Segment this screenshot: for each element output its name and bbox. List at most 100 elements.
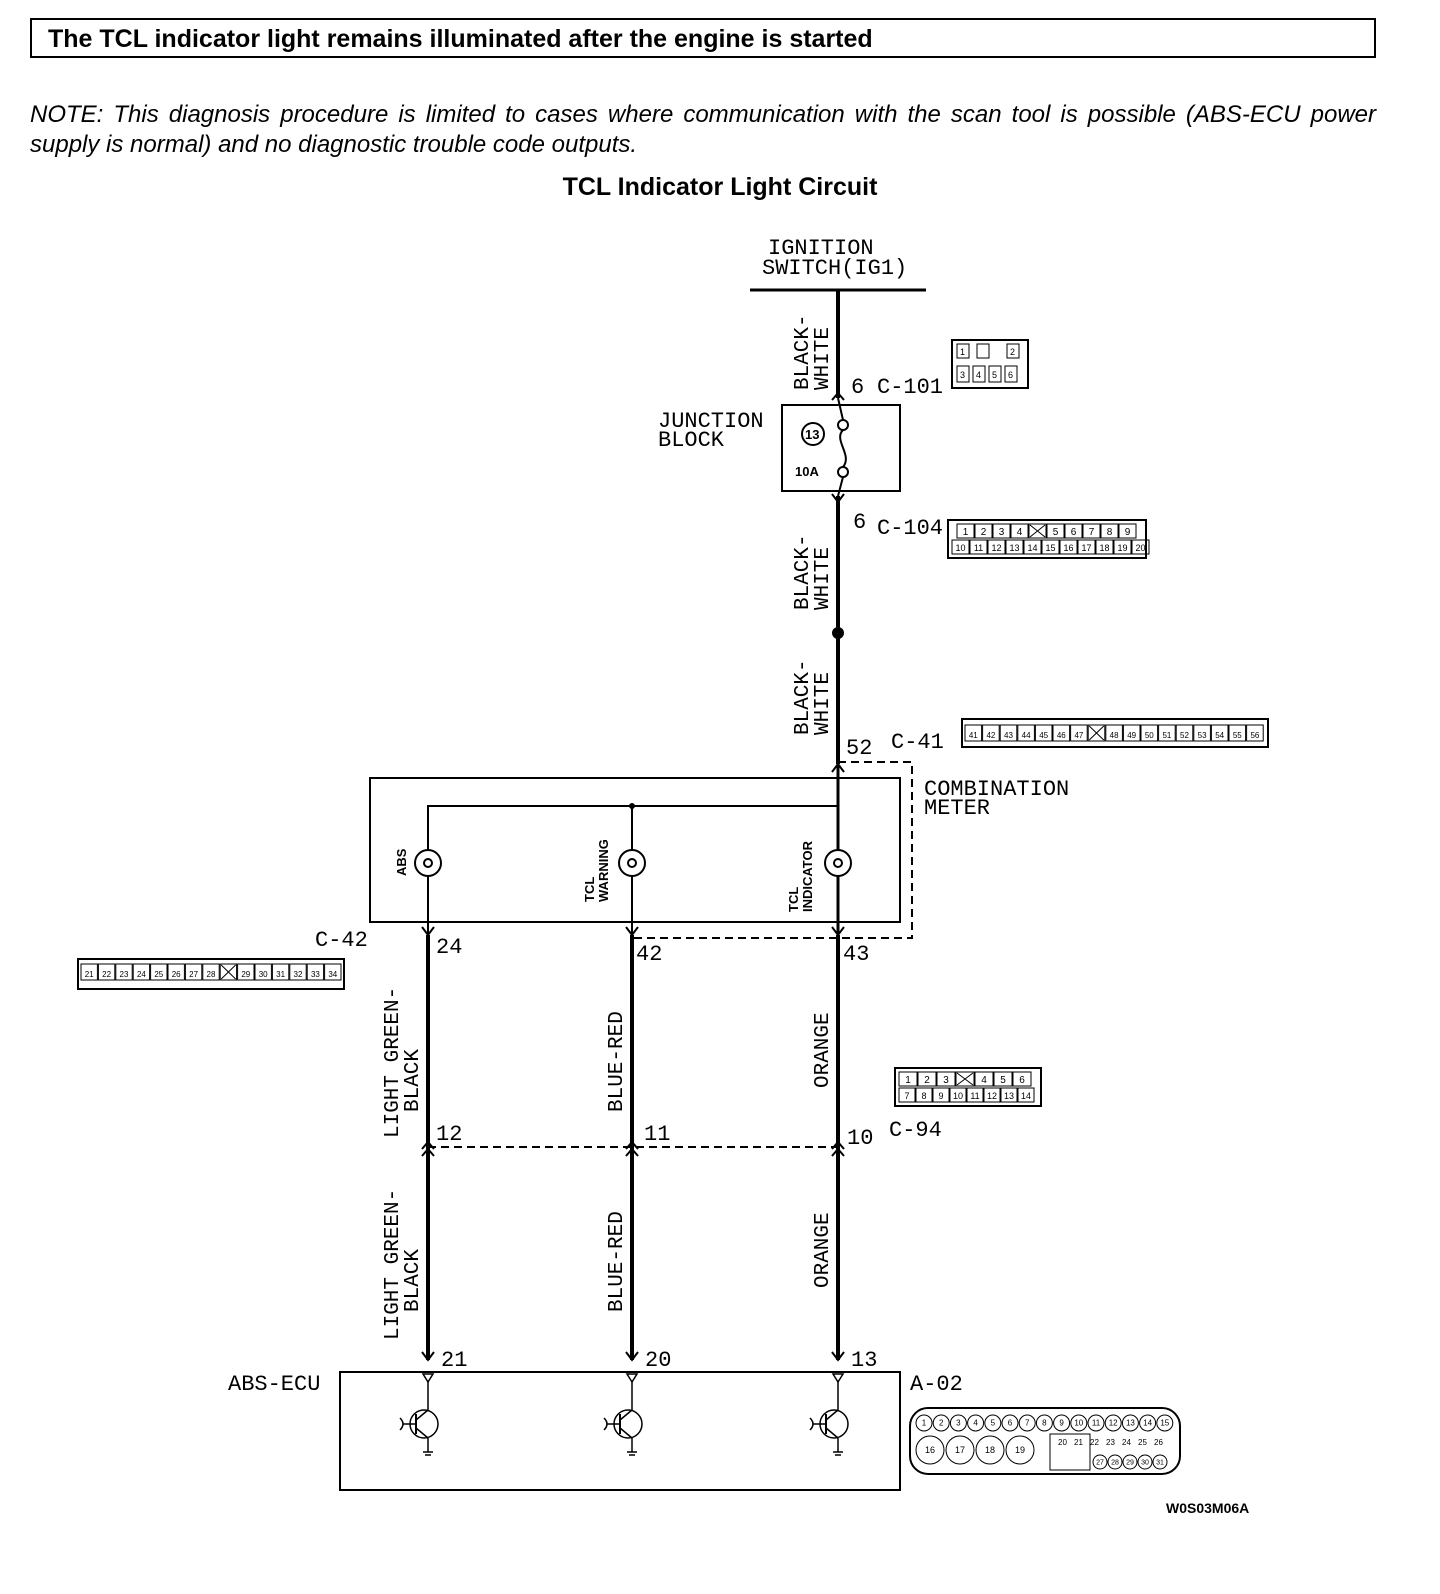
connector-pin-number: 10	[955, 543, 965, 553]
connector-pin-number: 42	[986, 731, 995, 740]
connector-pin-number: 19	[1015, 1445, 1025, 1455]
connector-pin-number: 33	[311, 970, 320, 979]
connector-pin-number: 2	[924, 1075, 930, 1086]
connector-cell	[1041, 539, 1060, 555]
c94-arrows	[421, 1140, 845, 1157]
connector-cell	[254, 963, 272, 981]
connector-pin-number: 28	[207, 970, 216, 979]
connector-cell	[97, 963, 116, 981]
connector-pin-number: 30	[1141, 1459, 1149, 1466]
connector-cell	[956, 523, 975, 539]
connector-pin-number: 13	[1126, 1419, 1135, 1428]
connector-pin-number: 41	[969, 731, 978, 740]
connector-cell	[974, 1071, 994, 1087]
lamp-tcl-indicator	[824, 849, 852, 877]
connector-cell	[1210, 724, 1229, 742]
connector-cell	[1046, 523, 1065, 539]
connector-pin-number: 24	[1122, 1438, 1131, 1447]
connector-pin-number: 31	[1156, 1459, 1164, 1466]
splice-point	[832, 627, 844, 639]
connector-cell	[184, 963, 203, 981]
ecu-label: ABS-ECU	[228, 1372, 320, 1397]
connector-pin-number: 12	[1109, 1419, 1118, 1428]
connector-cell	[987, 539, 1006, 555]
connector-cell	[992, 523, 1011, 539]
connector-cell	[167, 963, 185, 981]
connector-cell	[1023, 539, 1042, 555]
ecu-transistor	[809, 1373, 849, 1456]
connector-cell	[898, 1071, 918, 1087]
connector-pin-number: 47	[1074, 731, 1083, 740]
fuse-lead-top	[837, 397, 844, 421]
connector-cell	[932, 1087, 950, 1103]
header-title: The TCL indicator light remains illumina…	[48, 25, 873, 53]
connector-pin-number: 7	[1089, 527, 1095, 538]
connector-pin-number: 4	[973, 1419, 978, 1428]
ignition-label-2: SWITCH(IG1)	[762, 256, 907, 281]
wire-label-bw2-a: BLACK-	[792, 534, 815, 610]
lamp-abs-label: ABS	[394, 848, 409, 876]
connector-pin	[1156, 1414, 1174, 1432]
c104-pin: 6	[853, 510, 866, 535]
svg-text:2: 2	[1010, 347, 1015, 357]
connector-pin-number: 7	[904, 1091, 909, 1101]
connector-cell	[993, 1071, 1013, 1087]
wire-label-bw1: BLACK- WHITE	[792, 314, 835, 390]
connector-pin-number: 15	[1160, 1419, 1169, 1428]
a02-pin-a: 21	[441, 1348, 467, 1373]
connector-pin-number: 22	[102, 970, 111, 979]
junction-block-box	[781, 404, 901, 492]
connector-pin-number: 2	[981, 527, 987, 538]
connector-cell	[1012, 1071, 1032, 1087]
fuse-rating: 10A	[795, 464, 819, 479]
connector-pin	[1053, 1414, 1071, 1432]
wire-label-bw3-b: WHITE	[812, 672, 835, 735]
connector-cell	[982, 724, 1000, 742]
connector-pin-number: 27	[189, 970, 198, 979]
connector-pin-number: 12	[987, 1091, 997, 1101]
connector-pin-number: 2	[939, 1419, 944, 1428]
svg-text:6: 6	[1008, 370, 1013, 380]
connector-cell	[1017, 724, 1035, 742]
svg-text:3: 3	[960, 370, 965, 380]
connector-cell	[964, 724, 983, 742]
connector-pin-number: 14	[1027, 543, 1037, 553]
connector-pin-number: 25	[154, 970, 163, 979]
connector-pin-number: 5	[991, 1419, 996, 1428]
connector-pin-number: 31	[276, 970, 285, 979]
connector-cell	[915, 1087, 933, 1103]
lamp-abs	[414, 849, 442, 877]
fuse-number-circle	[801, 422, 825, 446]
connector-pin	[1121, 1414, 1139, 1432]
connector-pin-number: 21	[1074, 1438, 1083, 1447]
junction-label-2: BLOCK	[658, 428, 725, 453]
connector-pin-number: 1	[963, 527, 969, 538]
connector-pin	[949, 1414, 967, 1432]
lamp-tcl-warning-label-1: TCL	[582, 877, 597, 902]
connector-pin-number: 11	[970, 1091, 979, 1101]
connector-cell	[271, 963, 290, 981]
connector-pin-number: 51	[1162, 731, 1171, 740]
ecu-transistor	[603, 1373, 643, 1456]
c101-label: C-101	[877, 375, 943, 400]
connector-pin-number: 6	[1071, 527, 1077, 538]
connector-cell	[202, 963, 220, 981]
connector-pin-number: 14	[1021, 1091, 1031, 1101]
connector-empty-cell	[1088, 725, 1105, 741]
connector-pin-number: 24	[137, 970, 146, 979]
connector-pin-number: 3	[943, 1075, 949, 1086]
c42-pin-indicator: 43	[843, 942, 869, 967]
connector-pin-number: 3	[956, 1419, 961, 1428]
connector-cell	[132, 963, 151, 981]
connector-pin-number: 18	[985, 1445, 995, 1455]
connector-pin	[915, 1435, 945, 1465]
wire-label-bw3-a: BLACK-	[792, 659, 815, 735]
combination-label-2: METER	[924, 796, 990, 821]
connector-cell	[1246, 724, 1264, 742]
connector-cell	[1064, 523, 1083, 539]
lamp-tcl-warning	[618, 849, 646, 877]
connector-pin-number: 32	[294, 970, 303, 979]
bus-junction	[629, 803, 635, 809]
